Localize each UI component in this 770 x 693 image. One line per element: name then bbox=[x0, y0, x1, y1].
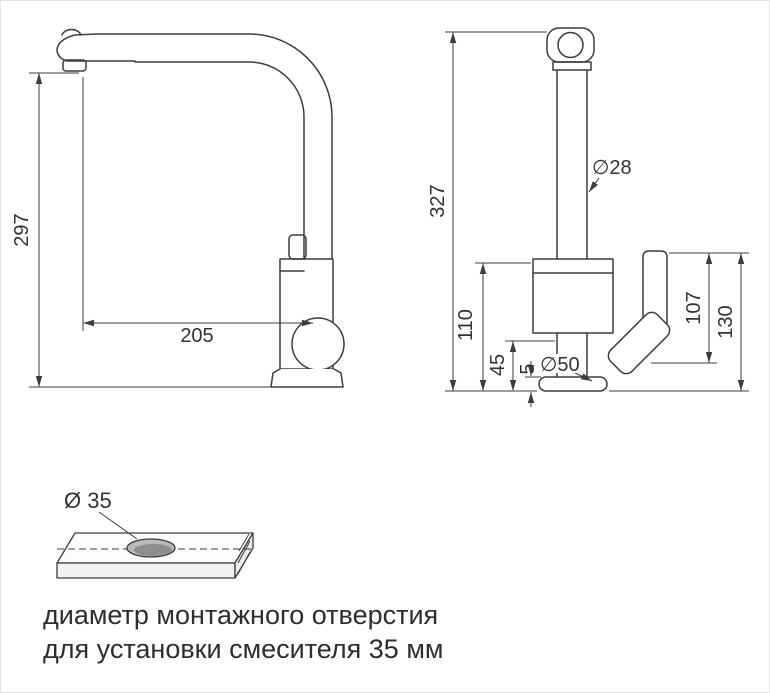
handle-rod bbox=[642, 250, 668, 324]
board-front-face bbox=[56, 562, 236, 579]
dim-d35-label: Ø 35 bbox=[64, 488, 112, 513]
mount-hole-shadow bbox=[134, 544, 172, 556]
dim-d28-label: ∅28 bbox=[592, 157, 632, 179]
spout-tube-inner bbox=[134, 61, 305, 260]
leader-d28 bbox=[588, 177, 600, 193]
dim-110-label: 110 bbox=[455, 309, 477, 341]
caption-line-1: диаметр монтажного отверстия bbox=[43, 600, 438, 630]
joint-ball bbox=[291, 317, 345, 371]
leader-d35 bbox=[98, 511, 138, 540]
caption-line-2: для установки смесителя 35 мм bbox=[43, 634, 443, 664]
spout-head bbox=[56, 33, 136, 62]
faucet-front-view bbox=[532, 27, 671, 392]
valve-body bbox=[532, 258, 614, 334]
dimension-lines bbox=[29, 31, 749, 407]
leader-d50 bbox=[574, 372, 593, 382]
dimension-labels: 297 205 327 ∅28 110 45 5 ∅50 107 130 bbox=[11, 157, 737, 376]
dim-297-label: 297 bbox=[11, 213, 33, 246]
handle-joint bbox=[607, 311, 671, 375]
caption: диаметр монтажного отверстия для установ… bbox=[43, 600, 443, 664]
dim-205-label: 205 bbox=[180, 325, 213, 347]
dim-d50-label: ∅50 bbox=[540, 354, 580, 376]
label-mask bbox=[537, 354, 585, 373]
handle-lever bbox=[288, 234, 307, 260]
spout-cap-circle bbox=[557, 31, 584, 59]
cut-hatching bbox=[237, 533, 251, 575]
faucet-base bbox=[270, 368, 344, 388]
dim-5-label: 5 bbox=[517, 363, 539, 374]
dim-327-label: 327 bbox=[427, 184, 449, 217]
spout-collar bbox=[552, 61, 592, 71]
aerator bbox=[62, 59, 87, 72]
spout-head-dome bbox=[61, 28, 82, 36]
dim-45-label: 45 bbox=[487, 354, 509, 376]
base-plate bbox=[538, 376, 608, 392]
mount-hole-view bbox=[56, 511, 254, 579]
faucet-side-view bbox=[56, 28, 345, 388]
dim-130-label: 130 bbox=[715, 305, 737, 338]
dim-107-label: 107 bbox=[683, 291, 705, 324]
spout-tube-outer bbox=[96, 33, 333, 260]
